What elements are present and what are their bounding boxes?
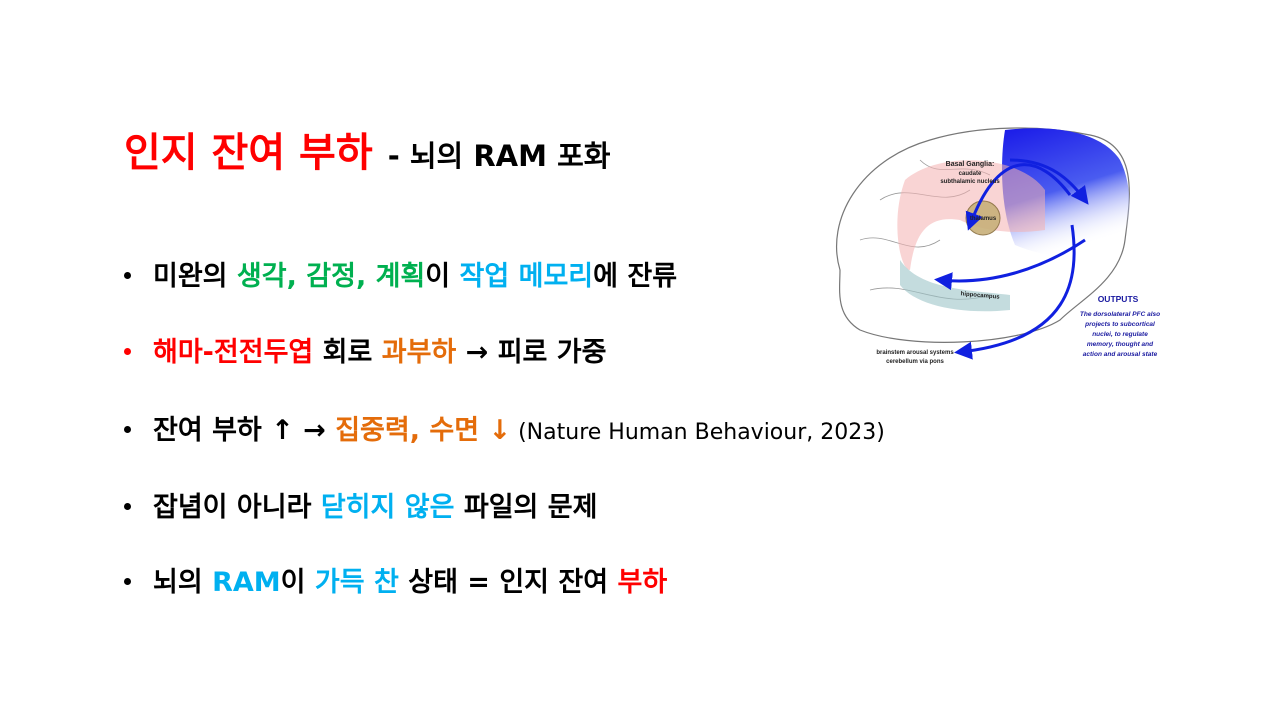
label-basal-ganglia: Basal Ganglia: bbox=[946, 161, 995, 168]
text: 잡념이 아니라 bbox=[153, 492, 321, 523]
bullet-item: 잔여 부하 ↑ → 집중력, 수면 ↓ (Nature Human Behavi… bbox=[124, 411, 885, 451]
text: → 피로 가중 bbox=[456, 337, 607, 368]
outputs-line: memory, thought and bbox=[1087, 341, 1154, 348]
label-cerebellum: cerebellum via pons bbox=[886, 359, 944, 365]
bullet-dot bbox=[124, 578, 131, 585]
text: 이 bbox=[425, 261, 460, 292]
brain-diagram: Basal Ganglia: caudate subthalamic nucle… bbox=[820, 120, 1180, 370]
label-subthalamic: subthalamic nucleus bbox=[940, 179, 1000, 185]
text: 상태 = 인지 잔여 bbox=[398, 567, 618, 598]
title-subtitle: - 뇌의 RAM 포화 bbox=[387, 139, 611, 173]
highlight-cyan: 가득 찬 bbox=[314, 567, 399, 598]
text: 미완의 bbox=[153, 261, 237, 292]
label-hippocampus: hippocampus bbox=[960, 291, 1000, 300]
outputs-line: projects to subcortical bbox=[1084, 321, 1155, 328]
arrow bbox=[965, 163, 1072, 231]
bullet-item: 뇌의 RAM이 가득 찬 상태 = 인지 잔여 부하 bbox=[124, 563, 667, 603]
bullet-dot bbox=[124, 272, 131, 279]
highlight-green: 생각, 감정, 계획 bbox=[236, 261, 426, 292]
text: 이 bbox=[280, 567, 315, 598]
text: 잔여 부하 ↑ → bbox=[153, 415, 336, 446]
hippocampus-region bbox=[900, 260, 1010, 312]
label-caudate: caudate bbox=[959, 171, 982, 177]
text: 회로 bbox=[313, 337, 382, 368]
citation: (Nature Human Behaviour, 2023) bbox=[511, 420, 885, 445]
highlight-cyan: 작업 메모리 bbox=[459, 261, 594, 292]
highlight-red: 해마-전전두엽 bbox=[153, 337, 314, 368]
highlight-cyan: 닫히지 않은 bbox=[320, 492, 455, 523]
highlight-orange: 집중력, 수면 ↓ bbox=[335, 415, 512, 446]
label-brainstem: brainstem arousal systems bbox=[876, 350, 954, 356]
label-outputs: OUTPUTS bbox=[1098, 294, 1139, 304]
outputs-line: The dorsolateral PFC also bbox=[1080, 311, 1160, 318]
bullet-dot bbox=[124, 503, 131, 510]
text: 에 잔류 bbox=[593, 261, 678, 292]
highlight-orange: 과부하 bbox=[381, 337, 457, 368]
outputs-line: nuclei, to regulate bbox=[1092, 331, 1148, 338]
bullet-dot bbox=[124, 348, 131, 355]
outputs-line: action and arousal state bbox=[1083, 351, 1158, 358]
bullet-item: 해마-전전두엽 회로 과부하 → 피로 가중 bbox=[124, 333, 606, 373]
title-main: 인지 잔여 부하 bbox=[124, 130, 373, 176]
bullet-item: 잡념이 아니라 닫히지 않은 파일의 문제 bbox=[124, 488, 597, 528]
highlight-cyan: RAM bbox=[212, 567, 281, 598]
arrow bbox=[1009, 158, 1089, 205]
bullet-dot bbox=[124, 426, 131, 433]
label-thalamus: thalamus bbox=[970, 216, 997, 222]
arrow bbox=[954, 224, 1076, 360]
text: 뇌의 bbox=[153, 567, 213, 598]
highlight-red: 부하 bbox=[617, 567, 668, 598]
slide-title: 인지 잔여 부하 - 뇌의 RAM 포화 bbox=[124, 120, 610, 178]
text: 파일의 문제 bbox=[454, 492, 598, 523]
arrow bbox=[934, 238, 1086, 291]
bullet-item: 미완의 생각, 감정, 계획이 작업 메모리에 잔류 bbox=[124, 257, 677, 297]
